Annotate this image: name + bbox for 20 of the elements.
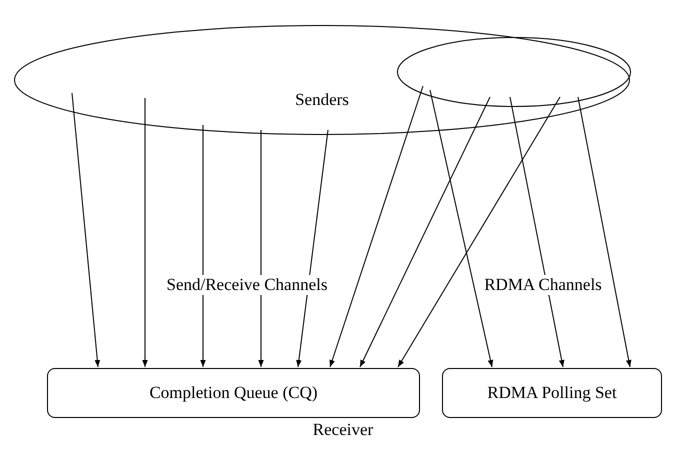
ellipse [397, 37, 631, 107]
arrow [510, 96, 564, 368]
arrow [430, 90, 494, 368]
node-label: RDMA Polling Set [487, 383, 617, 403]
arrow [398, 96, 560, 368]
arrow [142, 98, 148, 368]
arrow [360, 96, 490, 368]
node-label: Completion Queue (CQ) [149, 383, 318, 403]
text-label: Send/Receive Channels [166, 275, 328, 295]
arrow [200, 124, 206, 368]
group-ellipse [14, 25, 630, 135]
text-label: RDMA Channels [483, 275, 603, 295]
arrow [258, 130, 264, 368]
node-label: Senders [295, 90, 349, 110]
process-box [442, 368, 662, 418]
arrow [296, 130, 328, 368]
arrow [330, 86, 424, 368]
arrow [72, 92, 100, 368]
arrow [578, 96, 632, 368]
process-box [47, 368, 420, 418]
